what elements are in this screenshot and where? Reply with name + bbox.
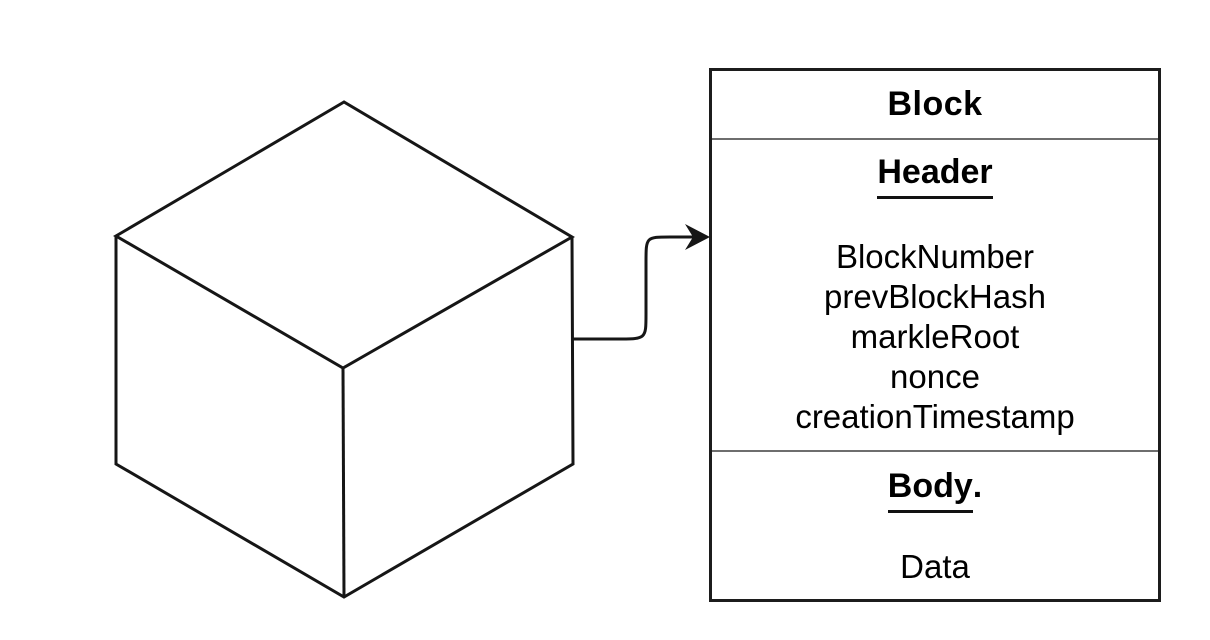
body-section-label: Body: [887, 466, 973, 513]
body-field: Data: [900, 548, 970, 585]
header-field: nonce: [890, 358, 980, 395]
header-field: markleRoot: [850, 318, 1020, 355]
cube-icon: [113, 100, 575, 599]
arrow-icon: [573, 224, 710, 341]
body-label-period: .: [972, 467, 983, 505]
block-title: Block: [887, 85, 983, 123]
block-header-section: Header BlockNumber prevBlockHash markleR…: [712, 140, 1158, 452]
header-field: prevBlockHash: [824, 278, 1046, 315]
header-field: creationTimestamp: [795, 398, 1075, 435]
header-field-list: BlockNumber prevBlockHash markleRoot non…: [712, 237, 1158, 437]
header-field: BlockNumber: [835, 238, 1035, 275]
header-section-label: Header: [877, 152, 993, 199]
block-body-section: Body. Data: [712, 452, 1158, 597]
body-field-list: Data: [712, 547, 1158, 587]
block-structure-box: Block Header BlockNumber prevBlockHash m…: [709, 68, 1161, 602]
block-title-section: Block: [712, 71, 1158, 140]
